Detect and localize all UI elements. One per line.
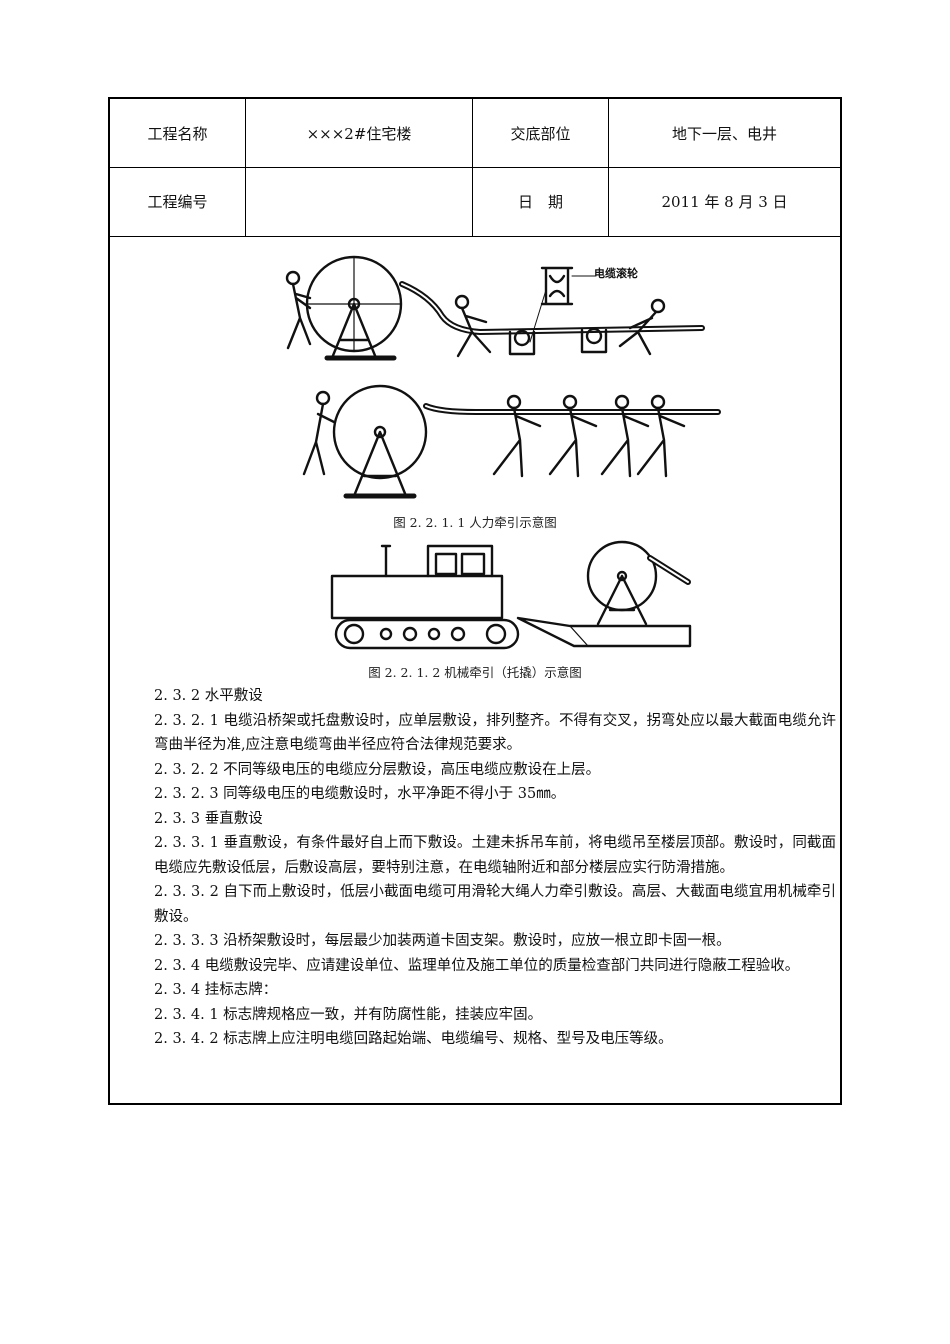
paragraph: 2. 3. 2. 2 不同等级电压的电缆应分层敷设，高压电缆应敷设在上层。 bbox=[154, 761, 601, 778]
figure-area: 电缆滚轮 图 2. 2. 1. 1 人力牵引示意图 图 2. 2. 1. 2 机… bbox=[110, 236, 840, 680]
paragraph: 2. 3. 3 垂直敷设 bbox=[154, 810, 263, 827]
manual-pulling-bottom bbox=[302, 384, 721, 499]
cable-pulling-diagrams bbox=[285, 255, 721, 650]
paragraph: 2. 3. 4 电缆敷设完毕、应请建设单位、监理单位及施工单位的质量检查部门共同… bbox=[154, 957, 800, 974]
project-name-value: ×××2#住宅楼 bbox=[246, 99, 473, 167]
project-no-value bbox=[246, 167, 473, 236]
paragraph: 2. 3. 4 挂标志牌： bbox=[154, 982, 278, 998]
paragraph: 2. 3. 4. 2 标志牌上应注明电缆回路起始端、电缆编号、规格、型号及电压等… bbox=[154, 1031, 673, 1047]
roller-label: 电缆滚轮 bbox=[594, 267, 638, 280]
paragraph: 2. 3. 3. 1 垂直敷设，有条件最好自上而下敷设。土建未拆吊车前，将电缆吊… bbox=[154, 835, 836, 876]
paragraph: 2. 3. 3. 3 沿桥架敷设时，每层最少加装两道卡固支架。敷设时，应放一根立… bbox=[154, 933, 731, 949]
project-name-label: 工程名称 bbox=[110, 99, 246, 167]
machine-pulling bbox=[330, 540, 692, 650]
paragraph: 2. 3. 2. 3 同等级电压的电缆敷设时，水平净距不得小于 35㎜。 bbox=[154, 786, 566, 802]
header-row-1: 工程名称 ×××2#住宅楼 交底部位 地下一层、电井 bbox=[110, 99, 840, 168]
location-value: 地下一层、电井 bbox=[671, 124, 777, 143]
body-text: 2. 3. 2 水平敷设 2. 3. 2. 1 电缆沿桥架或托盘敷设时，应单层敷… bbox=[154, 684, 836, 1052]
disclosure-sheet: 工程名称 ×××2#住宅楼 交底部位 地下一层、电井 工程编号 日 期 2011… bbox=[108, 97, 842, 1105]
paragraph: 2. 3. 4. 1 标志牌规格应一致，并有防腐性能，挂装应牢固。 bbox=[154, 1006, 543, 1023]
location-label: 交底部位 bbox=[473, 99, 609, 167]
paragraph: 2. 3. 2 水平敷设 bbox=[154, 688, 263, 704]
paragraph: 2. 3. 3. 2 自下而上敷设时，低层小截面电缆可用滑轮大绳人力牵引敷设。高… bbox=[154, 884, 836, 925]
figure-caption-2: 图 2. 2. 1. 2 机械牵引（托撬）示意图 bbox=[368, 665, 582, 680]
manual-pulling-top bbox=[285, 255, 705, 361]
date-label: 日 期 bbox=[473, 167, 609, 236]
paragraph: 2. 3. 2. 1 电缆沿桥架或托盘敷设时，应单层敷设，排列整齐。不得有交叉，… bbox=[154, 712, 836, 754]
date-value: 2011 年 8 月 3 日 bbox=[661, 193, 788, 211]
figure-caption-1: 图 2. 2. 1. 1 人力牵引示意图 bbox=[393, 515, 557, 530]
header-row-2: 工程编号 日 期 2011 年 8 月 3 日 bbox=[110, 167, 840, 237]
project-no-label: 工程编号 bbox=[110, 167, 246, 236]
